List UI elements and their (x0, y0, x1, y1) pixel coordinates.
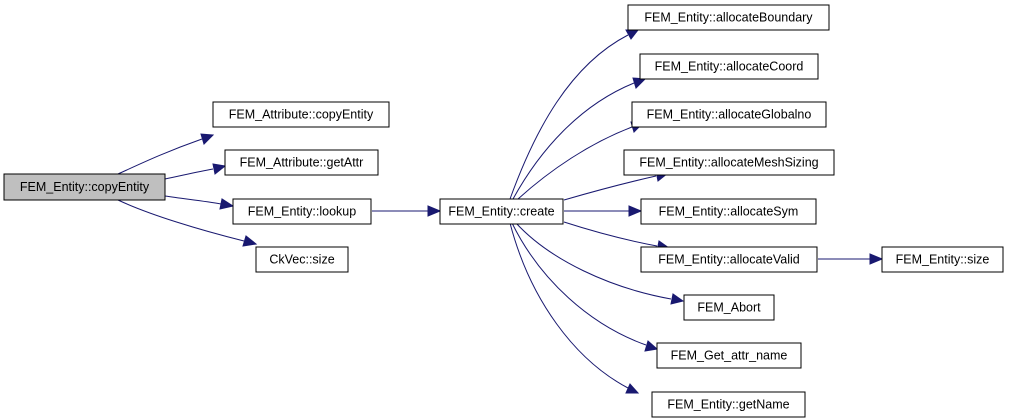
arrowhead (200, 133, 215, 145)
arrowhead (670, 293, 685, 305)
arrowhead (219, 198, 235, 210)
node-fem-attribute-getattr[interactable]: FEM_Attribute::getAttr (224, 149, 379, 176)
node-fem-entity-allocatesym[interactable]: FEM_Entity::allocateSym (640, 198, 817, 225)
node-fem-get-attr-name[interactable]: FEM_Get_attr_name (656, 342, 802, 369)
svg-text:FEM_Entity::size: FEM_Entity::size (896, 253, 990, 267)
arrowhead (212, 163, 227, 175)
edge-create-to-get-attr-name (511, 222, 647, 346)
edge-layer (117, 29, 884, 394)
svg-text:FEM_Entity::allocateGlobalno: FEM_Entity::allocateGlobalno (647, 108, 812, 122)
edge-create-to-allocatecoord (512, 82, 635, 200)
node-fem-entity-allocateglobalno[interactable]: FEM_Entity::allocateGlobalno (631, 101, 827, 128)
arrowhead (632, 77, 647, 89)
svg-text:FEM_Entity::lookup: FEM_Entity::lookup (248, 205, 356, 219)
arrowhead (427, 205, 442, 217)
svg-text:CkVec::size: CkVec::size (269, 253, 334, 267)
node-fem-entity-allocatecoord[interactable]: FEM_Entity::allocateCoord (639, 53, 819, 80)
arrowhead (625, 29, 640, 40)
node-fem-entity-size[interactable]: FEM_Entity::size (881, 246, 1004, 273)
svg-text:FEM_Entity::allocateCoord: FEM_Entity::allocateCoord (655, 60, 804, 74)
svg-text:FEM_Entity::create: FEM_Entity::create (448, 205, 554, 219)
edge-copyentity-to-lookup (164, 195, 222, 205)
edge-create-to-allocateglobalno (517, 126, 633, 200)
svg-text:FEM_Get_attr_name: FEM_Get_attr_name (671, 349, 788, 363)
node-fem-entity-lookup[interactable]: FEM_Entity::lookup (232, 198, 372, 225)
node-fem-entity-allocatevalid[interactable]: FEM_Entity::allocateValid (640, 246, 818, 273)
node-fem-entity-copyentity[interactable]: FEM_Entity::copyEntity (3, 173, 166, 201)
svg-text:FEM_Entity::allocateMeshSizing: FEM_Entity::allocateMeshSizing (639, 156, 818, 170)
edge-create-to-allocateboundary (509, 34, 629, 200)
svg-text:FEM_Entity::allocateValid: FEM_Entity::allocateValid (658, 253, 800, 267)
edge-create-to-allocatemeshsizing (563, 175, 657, 201)
arrowhead (625, 383, 640, 394)
arrowhead (869, 253, 884, 265)
node-fem-entity-allocatemeshsizing[interactable]: FEM_Entity::allocateMeshSizing (623, 149, 835, 176)
edge-create-to-allocatevalid (563, 221, 658, 247)
node-fem-entity-allocateboundary[interactable]: FEM_Entity::allocateBoundary (627, 4, 830, 31)
svg-text:FEM_Entity::allocateSym: FEM_Entity::allocateSym (659, 205, 799, 219)
node-layer: FEM_Entity::copyEntity FEM_Attribute::co… (3, 4, 1004, 418)
arrowhead (644, 340, 659, 352)
node-fem-abort[interactable]: FEM_Abort (683, 294, 775, 321)
svg-text:FEM_Entity::getName: FEM_Entity::getName (667, 398, 789, 412)
node-ckvec-size[interactable]: CkVec::size (255, 246, 349, 273)
node-fem-attribute-copyentity[interactable]: FEM_Attribute::copyEntity (212, 101, 390, 128)
svg-text:FEM_Attribute::getAttr: FEM_Attribute::getAttr (240, 156, 364, 170)
edge-copyentity-to-getattr (164, 168, 214, 180)
node-fem-entity-create[interactable]: FEM_Entity::create (439, 198, 564, 225)
arrowhead (628, 205, 643, 217)
svg-text:FEM_Entity::copyEntity: FEM_Entity::copyEntity (20, 180, 150, 194)
edge-copyentity-to-ckvec-size (117, 199, 245, 242)
edge-create-to-fem-abort (515, 222, 672, 300)
node-fem-entity-getname[interactable]: FEM_Entity::getName (651, 391, 806, 418)
arrowhead (242, 235, 258, 247)
svg-text:FEM_Attribute::copyEntity: FEM_Attribute::copyEntity (229, 108, 374, 122)
edge-create-to-getname (509, 222, 629, 389)
edge-copyentity-to-attribute-copyentity (117, 138, 203, 175)
svg-text:FEM_Entity::allocateBoundary: FEM_Entity::allocateBoundary (644, 11, 813, 25)
svg-text:FEM_Abort: FEM_Abort (697, 301, 761, 315)
